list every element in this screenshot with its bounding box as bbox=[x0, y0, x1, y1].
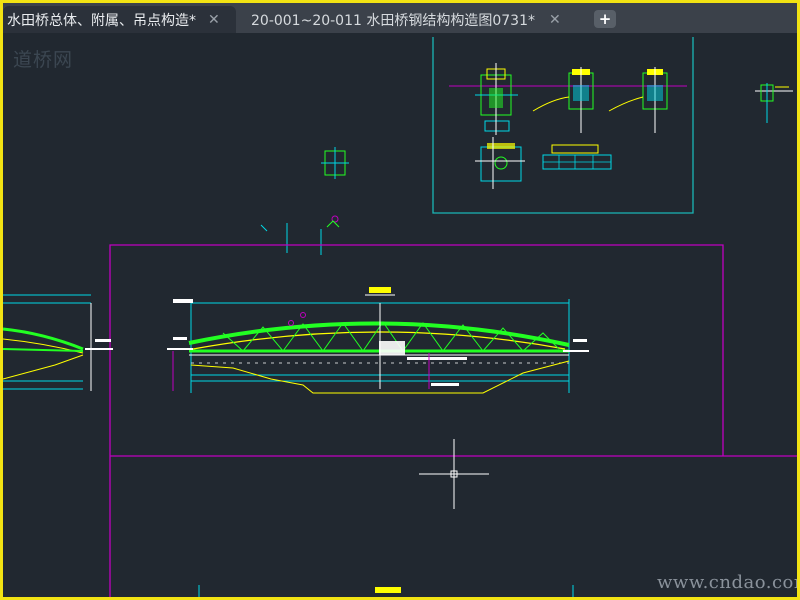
bottom-elevation bbox=[198, 585, 574, 597]
bridge-elevation-left bbox=[3, 294, 113, 391]
tab-bar: 水田桥总体、附属、吊点构造* ✕ 20-001~20-011 水田桥钢结构构造图… bbox=[3, 3, 797, 33]
close-icon[interactable]: ✕ bbox=[549, 11, 561, 28]
detail-viewport bbox=[432, 37, 694, 214]
crosshair-cursor bbox=[419, 439, 489, 509]
drawing-canvas[interactable]: 道桥网 www.cndao.com bbox=[3, 33, 800, 597]
tab-drawing-general[interactable]: 水田桥总体、附属、吊点构造* ✕ bbox=[3, 6, 236, 33]
tab-drawing-steel[interactable]: 20-001~20-011 水田桥钢结构构造图0731* ✕ bbox=[243, 6, 588, 33]
small-detail-right bbox=[755, 83, 793, 123]
close-icon[interactable]: ✕ bbox=[208, 11, 220, 28]
main-viewport bbox=[109, 244, 797, 597]
tab-label: 水田桥总体、附属、吊点构造* bbox=[7, 12, 196, 29]
small-detail-left bbox=[260, 147, 349, 255]
bridge-elevation-main bbox=[167, 287, 589, 394]
watermark-logo-text: 道桥网 bbox=[13, 49, 74, 71]
tab-label: 20-001~20-011 水田桥钢结构构造图0731* bbox=[251, 12, 535, 29]
cad-drawing bbox=[3, 37, 797, 597]
plus-icon[interactable]: + bbox=[594, 10, 616, 28]
watermark-url: www.cndao.com bbox=[657, 572, 800, 593]
